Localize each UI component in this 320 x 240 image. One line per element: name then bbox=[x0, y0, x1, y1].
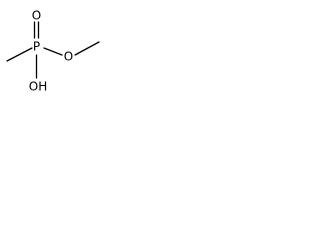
bond-p-o-ester bbox=[43, 47, 63, 56]
atom-hydroxyl: OH bbox=[29, 80, 47, 94]
structure-canvas: O P O OH bbox=[0, 0, 112, 98]
atom-oxygen-ester: O bbox=[64, 50, 73, 64]
bond-o-methyl bbox=[74, 41, 100, 56]
structural-formula: O P O OH bbox=[6, 9, 100, 94]
atom-phosphorus: P bbox=[33, 40, 40, 54]
atom-oxygen-double: O bbox=[32, 9, 41, 23]
bond-methyl-p bbox=[6, 47, 33, 62]
